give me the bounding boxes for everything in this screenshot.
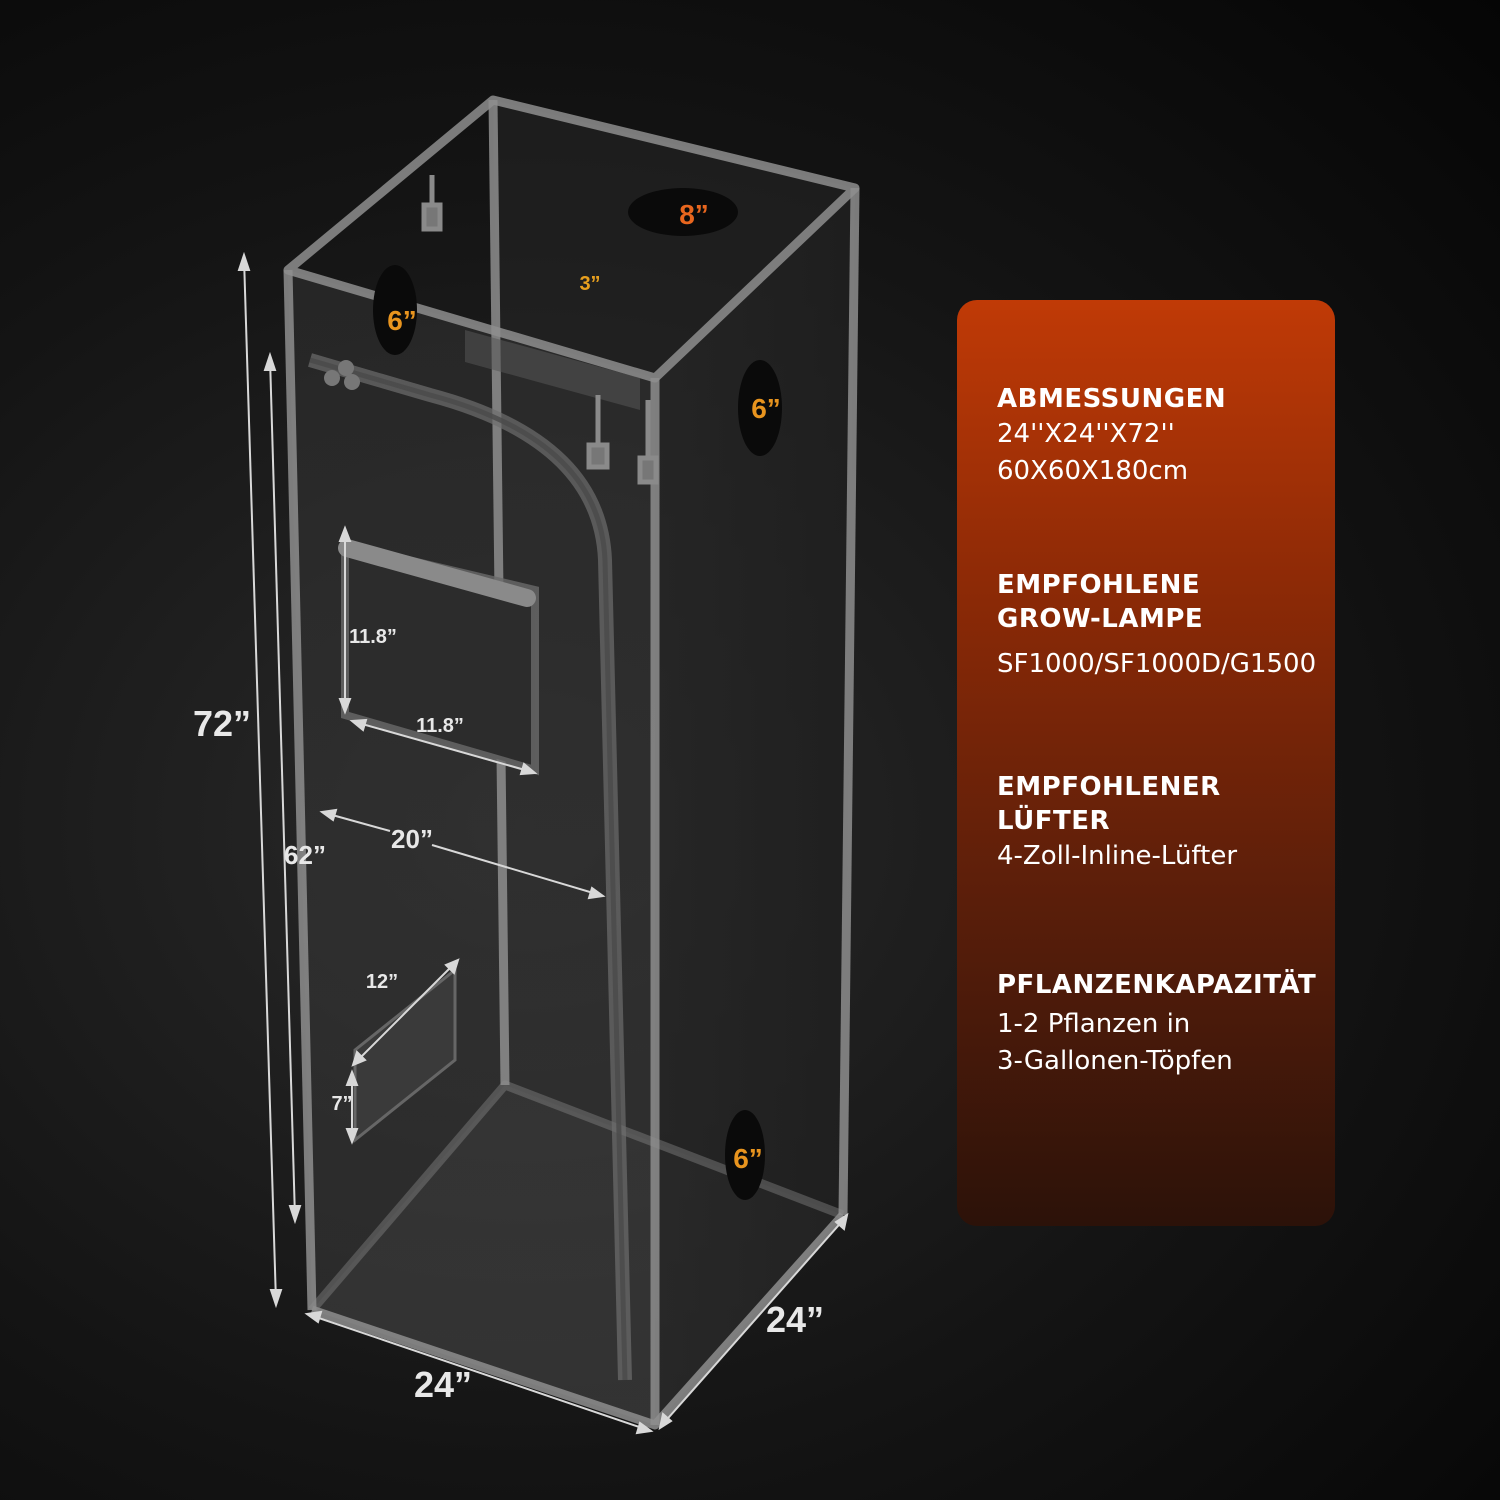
port-label-right-side: 6” (751, 393, 781, 424)
spec-title: LÜFTER (997, 806, 1111, 836)
spec-title: ABMESSUNGEN (997, 384, 1227, 414)
spec-title: GROW-LAMPE (997, 604, 1204, 634)
spec-value: 24''X24''X72'' (997, 419, 1175, 449)
spec-fan: EMPFOHLENER LÜFTER 4-Zoll-Inline-Lüfter (997, 770, 1237, 875)
dim-base-width: 24” (414, 1364, 472, 1405)
dim-window-width: 11.8” (416, 715, 464, 737)
top-port-8-icon (628, 188, 738, 236)
spec-value: 60X60X180cm (997, 456, 1189, 486)
dim-base-depth: 24” (766, 1299, 824, 1340)
spec-dimensions: ABMESSUNGEN 24''X24''X72'' 60X60X180cm (997, 382, 1226, 490)
port-label-top-small: 3” (579, 273, 600, 295)
port-label-top-large: 8” (679, 199, 709, 230)
dim-total-height: 72” (193, 703, 251, 744)
port-label-right-bottom: 6” (733, 1143, 763, 1174)
spec-grow-lamp: EMPFOHLENE GROW-LAMPE SF1000/SF1000D/G15… (997, 568, 1316, 683)
left-port-6-icon (373, 265, 417, 355)
dim-door-height: 62” (284, 840, 326, 870)
bottom-port-6-icon (725, 1110, 765, 1200)
dimension-lines (237, 251, 849, 1435)
spec-value: 3-Gallonen-Töpfen (997, 1046, 1233, 1076)
spec-title: EMPFOHLENER (997, 772, 1221, 802)
spec-title: EMPFOHLENE (997, 570, 1201, 600)
spec-title: PFLANZENKAPAZITÄT (997, 970, 1317, 1000)
duct-ports (373, 188, 782, 1200)
dim-window-height: 11.8” (349, 626, 397, 648)
spec-value: SF1000/SF1000D/G1500 (997, 649, 1317, 679)
cable-ports (324, 360, 360, 390)
dim-vent-width: 12” (366, 971, 398, 993)
dim-door-width: 20” (391, 824, 433, 854)
right-port-6-icon (738, 360, 782, 456)
spec-value: 1-2 Pflanzen in (997, 1009, 1191, 1039)
spec-value: 4-Zoll-Inline-Lüfter (997, 841, 1238, 871)
spec-plant-capacity: PFLANZENKAPAZITÄT 1-2 Pflanzen in 3-Gall… (997, 968, 1316, 1080)
hanging-straps (421, 175, 659, 485)
specs-panel: ABMESSUNGEN 24''X24''X72'' 60X60X180cm E… (957, 300, 1335, 1226)
port-label-left-top: 6” (387, 305, 417, 336)
brand-strip (465, 330, 640, 410)
dim-vent-height: 7” (331, 1093, 352, 1115)
viewing-window (338, 539, 539, 776)
